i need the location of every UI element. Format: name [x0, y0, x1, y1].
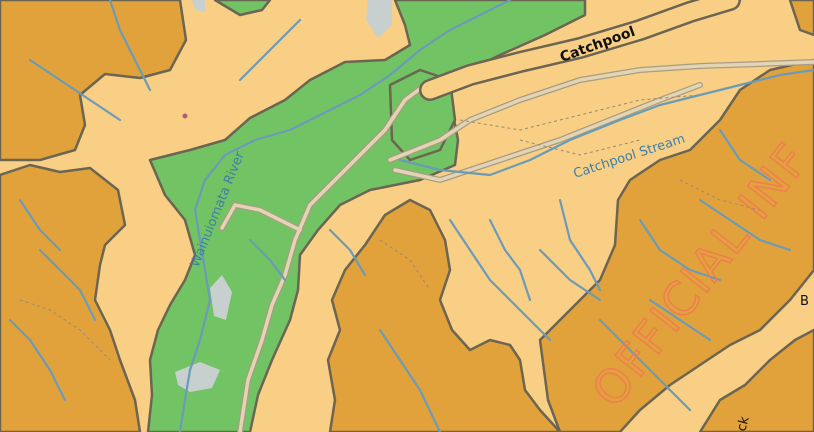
- grey-patch-top-left: [192, 0, 205, 12]
- grey-patches: [175, 0, 392, 392]
- main-road-top-fill: [421, 0, 739, 99]
- dark-land-left: [0, 163, 142, 432]
- stream-trib-12: [238, 18, 302, 82]
- contour-5: [379, 239, 431, 291]
- label-edge-bottom: ck: [734, 415, 752, 432]
- road-valley-fill: [238, 83, 427, 432]
- stream-trib-6: [598, 318, 692, 412]
- dotted-contours: [19, 94, 761, 361]
- dark-land-top-right: [788, 0, 814, 37]
- road-catchpool-upper-fill: [388, 60, 814, 162]
- stream-trib-10: [28, 58, 122, 122]
- stream-trib-5: [698, 198, 792, 252]
- contour-2: [519, 139, 641, 156]
- green-valley-main: [146, 0, 587, 432]
- road-fills: [220, 60, 814, 432]
- dark-land-bottom-right: [698, 328, 814, 432]
- streams: [8, 0, 814, 432]
- contour-4: [679, 179, 761, 211]
- stream-trib-8: [38, 248, 97, 322]
- road-branch-fill: [220, 203, 302, 232]
- stream-trib-3: [558, 198, 602, 292]
- label-edge-right: B: [800, 294, 809, 309]
- grey-patch-bottom: [175, 362, 220, 392]
- grey-patch-middle: [210, 275, 232, 320]
- green-patch-left: [213, 0, 272, 17]
- roads: [219, 59, 814, 432]
- stream-trib-14: [328, 228, 367, 277]
- map-point-marker[interactable]: [182, 113, 188, 119]
- stream-trib-2: [488, 218, 532, 302]
- grey-patch-top: [366, 0, 392, 38]
- stream-trib-1: [448, 218, 552, 342]
- contour-3: [19, 299, 111, 361]
- contour-1: [459, 94, 701, 131]
- stream-trib-9: [8, 318, 67, 402]
- main-road-top: [419, 0, 741, 101]
- road-catchpool-lower-fill: [393, 83, 702, 182]
- dark-land-top-left: [0, 0, 188, 162]
- dark-land-bottom-center: [326, 198, 562, 432]
- stream-trib-16: [648, 298, 712, 342]
- stream-trib-7: [378, 328, 442, 432]
- river-main: [178, 0, 512, 432]
- stream-trib-17: [718, 128, 772, 182]
- stream-trib-13: [248, 238, 287, 282]
- stream-trib-18: [18, 198, 62, 252]
- stream-trib-11: [108, 0, 152, 92]
- stream-trib-15: [538, 248, 602, 302]
- catchpool-stream: [398, 68, 814, 177]
- stream-trib-4: [638, 218, 722, 282]
